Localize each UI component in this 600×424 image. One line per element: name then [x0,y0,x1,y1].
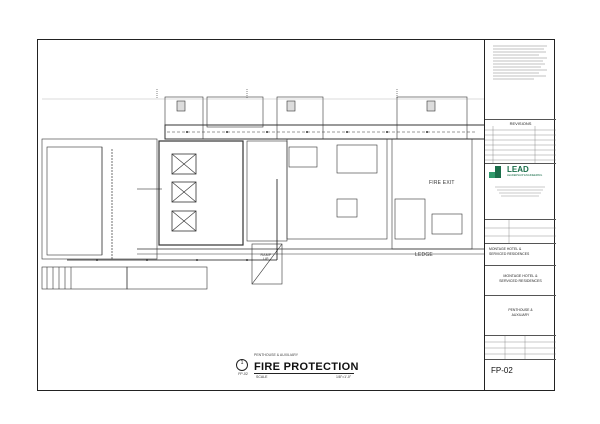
project-title-line-1: MONTAGE HOTEL & [503,274,538,278]
view-number: 1 [240,360,244,366]
revisions-header: REVISIONS [509,121,532,126]
revisions-table: REVISIONS [485,119,556,164]
fire-exit-label: FIRE EXIT [429,180,455,186]
title-underline [254,373,354,374]
ramp-up-label: RAMP UP [260,253,272,261]
sheet-title-line-1: PENTHOUSE & [508,308,533,312]
drawing-info-grid [485,336,556,360]
floor-plan-drawing [41,89,486,290]
lead-logo [489,166,501,178]
consultant-grid [485,220,556,244]
general-notes [489,43,551,89]
scale-value: 1/8"=1'-0" [336,375,352,379]
sheet-number-block: FP-02 [485,359,556,391]
project-name-line-1: MONTAGE HOTEL & [489,247,522,251]
title-block: REVISIONS LEAD LEADERSHIP ENGINEERING [484,39,556,391]
sheet-title-line-2: AUXILIARY [511,313,530,317]
sheet-title-block: PENTHOUSE & AUXILIARY [485,295,556,335]
notes-text-lines [493,45,547,80]
view-ref: FP-02 [238,372,248,376]
company-address-lines [495,186,545,197]
consultant-block [485,219,556,244]
project-name-block: MONTAGE HOTEL & SERVICED RESIDENCES [485,243,556,265]
view-number-circle [236,359,248,371]
project-title-line-2: SERVICED RESIDENCES [499,279,542,283]
company-subtitle: LEADERSHIP ENGINEERING [507,174,543,177]
drawing-title: FIRE PROTECTION [254,361,359,373]
scale-label: SCALE [256,375,268,379]
ledge-label: LEDGE [415,252,433,258]
drawing-sheet-border [37,39,555,391]
revisions-grid [485,126,556,164]
drawing-info-block [485,335,556,360]
project-title-block: MONTAGE HOTEL & SERVICED RESIDENCES [485,265,556,295]
sheet-number: FP-02 [491,366,513,375]
company-name: LEAD [507,165,529,174]
drawing-subtitle: PENTHOUSE & AUXILIARY [254,353,299,357]
company-block: LEAD LEADERSHIP ENGINEERING [485,163,556,219]
project-name-line-2: SERVICED RESIDENCES [489,252,530,256]
floor-plan: FIRE EXIT LEDGE RAMP UP PENTHOUSE & AUXI… [37,39,486,391]
